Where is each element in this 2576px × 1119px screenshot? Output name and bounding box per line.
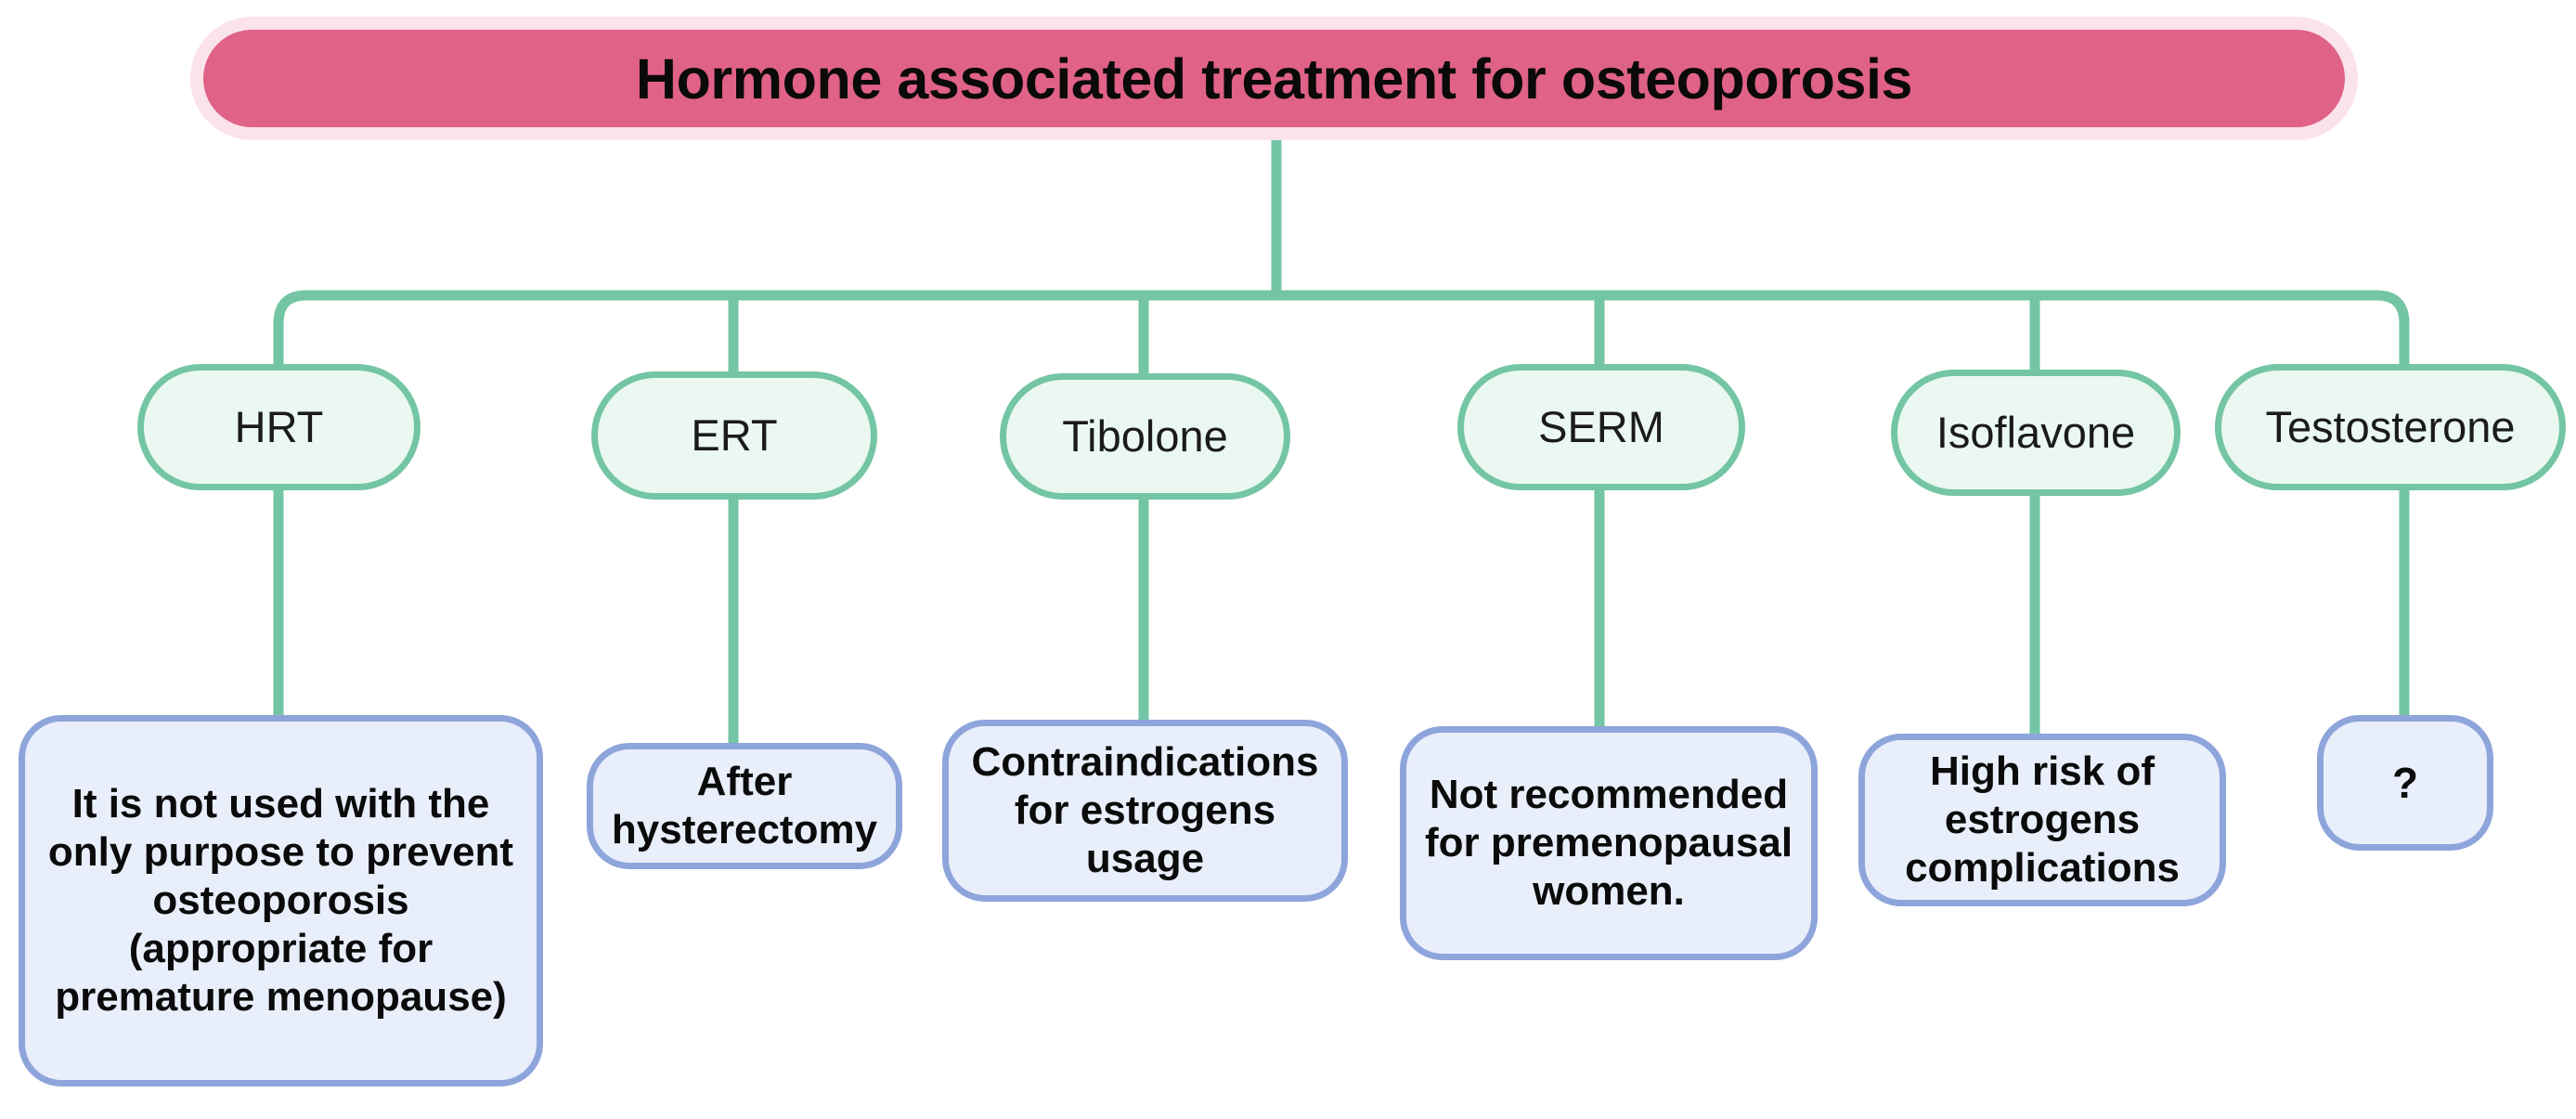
detail-node-serm[interactable]: Not recommended for premenopausal women.: [1400, 726, 1818, 960]
root-title-label: Hormone associated treatment for osteopo…: [635, 46, 1913, 111]
category-label-testosterone: Testosterone: [2265, 402, 2516, 452]
detail-node-hrt[interactable]: It is not used with the only purpose to …: [19, 715, 543, 1086]
detail-node-ert[interactable]: After hysterectomy: [587, 743, 902, 869]
root-title-node: Hormone associated treatment for osteopo…: [190, 17, 2358, 140]
category-node-tibolone[interactable]: Tibolone: [1000, 373, 1290, 500]
category-label-ert: ERT: [691, 410, 778, 461]
category-node-hrt[interactable]: HRT: [137, 364, 421, 490]
category-label-isoflavone: Isoflavone: [1935, 408, 2136, 458]
connector-bus: [273, 290, 2410, 364]
category-label-hrt: HRT: [234, 402, 324, 452]
category-node-isoflavone[interactable]: Isoflavone: [1891, 370, 2181, 496]
detail-label-ert: After hysterectomy: [611, 759, 878, 852]
category-node-ert[interactable]: ERT: [591, 371, 877, 500]
detail-node-testosterone[interactable]: ?: [2317, 715, 2493, 851]
detail-label-serm: Not recommended for premenopausal women.: [1424, 772, 1793, 914]
detail-label-isoflavone: High risk of estrogens complications: [1905, 748, 2180, 891]
detail-node-isoflavone[interactable]: High risk of estrogens complications: [1858, 734, 2226, 906]
category-label-serm: SERM: [1538, 402, 1664, 452]
category-node-testosterone[interactable]: Testosterone: [2215, 364, 2566, 490]
category-label-tibolone: Tibolone: [1062, 411, 1228, 462]
category-node-serm[interactable]: SERM: [1457, 364, 1745, 490]
detail-label-hrt: It is not used with the only purpose to …: [47, 781, 514, 1020]
detail-node-tibolone[interactable]: Contraindications for estrogens usage: [942, 720, 1348, 902]
detail-label-testosterone: ?: [2391, 758, 2419, 807]
detail-label-tibolone: Contraindications for estrogens usage: [971, 739, 1319, 881]
